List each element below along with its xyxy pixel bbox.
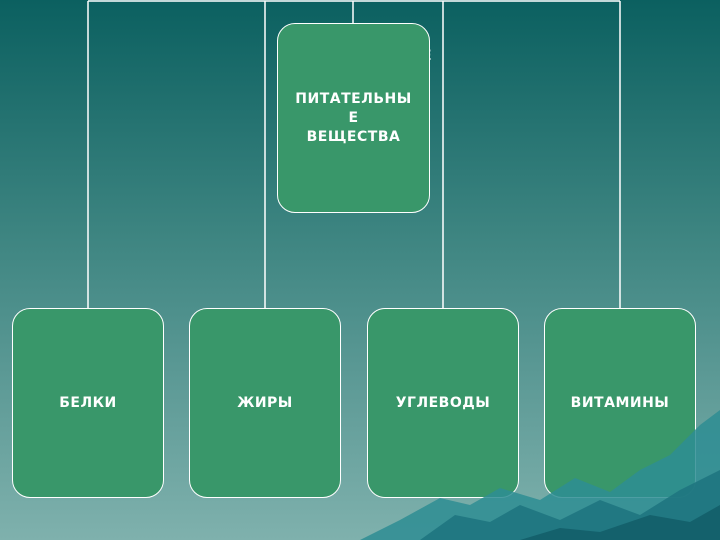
child-node-label: УГЛЕВОДЫ xyxy=(395,394,491,411)
root-node-box: ПИТАТЕЛЬНЫ Е ВЕЩЕСТВА xyxy=(277,23,430,213)
child-node-label: ЖИРЫ xyxy=(237,394,293,411)
child-node-uglevody: УГЛЕВОДЫ xyxy=(367,308,519,498)
child-node-label: ВИТАМИНЫ xyxy=(570,394,670,411)
child-node-zhiry: ЖИРЫ xyxy=(189,308,341,498)
child-node-vitaminy: ВИТАМИНЫ xyxy=(544,308,696,498)
child-node-belki: БЕЛКИ xyxy=(12,308,164,498)
child-node-label: БЕЛКИ xyxy=(59,394,117,411)
root-node-label: ПИТАТЕЛЬНЫ Е ВЕЩЕСТВА xyxy=(295,90,412,145)
